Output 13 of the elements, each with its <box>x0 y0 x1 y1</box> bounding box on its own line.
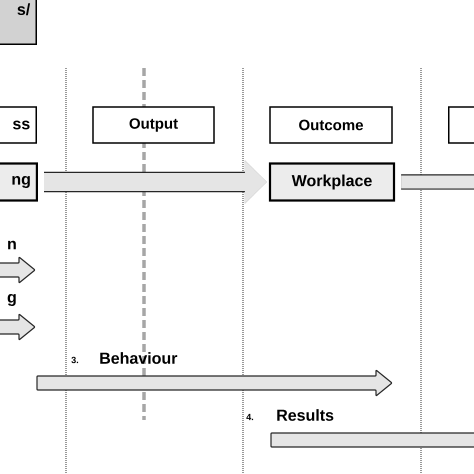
stage-box <box>448 106 474 144</box>
stage-label: g <box>8 294 16 306</box>
step-number: 3. <box>71 356 78 364</box>
stage-box: ss <box>0 106 37 144</box>
level-box: ng <box>0 162 38 202</box>
stage-box: Output <box>92 106 215 144</box>
stage-label: Behaviour <box>100 352 178 364</box>
stage-label: n <box>8 240 16 250</box>
level-box: Workplace <box>268 162 396 202</box>
step-number: 4. <box>246 414 254 420</box>
stage-box: Outcome <box>269 106 393 144</box>
heading-box: s/ <box>0 0 37 45</box>
stage-label: Results <box>277 409 334 421</box>
